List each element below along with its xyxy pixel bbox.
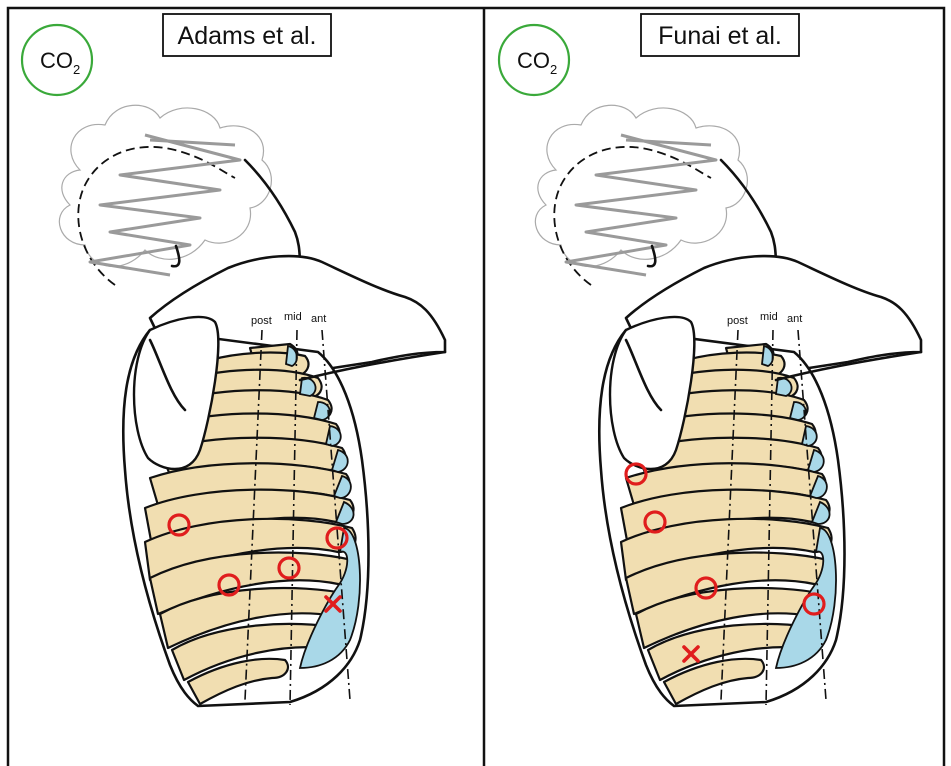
line-label-ant: ant bbox=[787, 313, 802, 325]
panel-adams: Adams et al. CO2 post mid ant bbox=[22, 14, 445, 706]
thorax-illustration bbox=[59, 105, 445, 706]
line-label-ant: ant bbox=[311, 313, 326, 325]
line-label-post: post bbox=[251, 315, 272, 327]
line-label-mid: mid bbox=[284, 311, 302, 323]
panel-title: Funai et al. bbox=[658, 22, 782, 50]
panel-title: Adams et al. bbox=[178, 22, 317, 50]
line-label-mid: mid bbox=[760, 311, 778, 323]
panel-funai: Funai et al. CO2 post mid ant bbox=[499, 14, 921, 706]
thorax-illustration bbox=[535, 105, 921, 706]
line-label-post: post bbox=[727, 315, 748, 327]
